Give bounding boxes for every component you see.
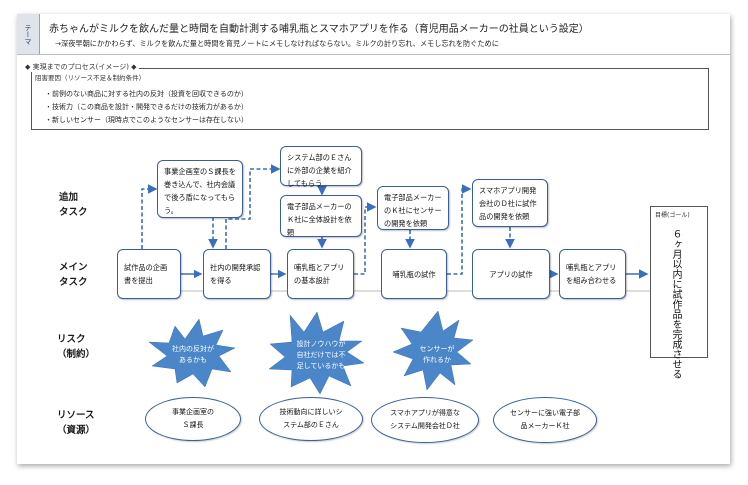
theme-title: 赤ちゃんがミルクを飲んだ量と時間を自動計測する哺乳瓶とスマホアプリを作る（育児用… bbox=[49, 24, 589, 35]
risk-star-shape bbox=[392, 310, 474, 391]
row-label-line: タスク bbox=[59, 207, 88, 218]
preconditions-label: 阻害要因（リソース不足＆制約条件） bbox=[35, 74, 146, 82]
risk-text-line: センサーが bbox=[419, 345, 455, 353]
resource-ellipse: 事業企画室の Ｓ課長 bbox=[145, 397, 241, 441]
resource-text-line: センサーに強い電子部 bbox=[510, 409, 580, 417]
precondition-item: ・前例のない商品に対する社内の反対（投資を回収できるのか） bbox=[45, 90, 248, 98]
row-label-main: メインタスク bbox=[59, 260, 88, 290]
connector-main1-to-add1 bbox=[141, 184, 158, 249]
goal-box: 目標(ゴール) ６ヶ月以内に試作品を完成させる bbox=[650, 206, 708, 379]
resource-text-line: 品メーカーＫ社 bbox=[520, 422, 570, 430]
goal-text: ６ヶ月以内に試作品を完成させる bbox=[670, 229, 681, 379]
risk-text-line: あるかも bbox=[179, 356, 207, 364]
risk-text-line: 設計ノウハウが bbox=[296, 340, 346, 348]
row-label-risk: リスク （制約） bbox=[57, 332, 95, 362]
risk-text-line: 足しているかも bbox=[296, 362, 346, 370]
connector-layer bbox=[117, 164, 650, 395]
process-label: ◆ 実現までのプロセス(イメージ) ◆ bbox=[23, 62, 139, 72]
preconditions-box bbox=[31, 68, 709, 130]
additional-task-box: 電子部品メーカーのＫ社に全体設計を依頼 bbox=[280, 195, 362, 237]
row-label-line: リスク bbox=[57, 334, 86, 345]
row-label-line: （資源） bbox=[57, 425, 96, 436]
resource-text-line: システム開発会社Ｄ社 bbox=[390, 422, 460, 430]
risk-star-shape bbox=[268, 311, 365, 395]
resource-ellipse: 技術動向に詳しいシステム部のＥさん bbox=[259, 397, 363, 441]
additional-task-box: スマホアプリ開発会社のＤ社に試作品の開発を依頼 bbox=[472, 179, 548, 227]
risk-text: 設計ノウハウが自社だけでは不足しているかも bbox=[281, 339, 361, 372]
risk-star-shape bbox=[148, 318, 236, 388]
resource-text-line: ステム部のＥさん bbox=[283, 421, 339, 429]
main-task-box: 哺乳瓶の試作 bbox=[381, 249, 447, 299]
row-label-line: 追加 bbox=[59, 192, 79, 203]
risk-text-line: 社内の反対が bbox=[172, 345, 214, 353]
row-label-resource: リソース （資源） bbox=[57, 408, 95, 438]
row-label-line: （制約） bbox=[57, 349, 96, 360]
process-label-text: 実現までのプロセス(イメージ) bbox=[32, 63, 129, 71]
theme-divider bbox=[17, 54, 730, 55]
main-task-box: 哺乳瓶とアプリの基本設計 bbox=[287, 249, 354, 299]
additional-task-box: 事業企画室のＳ課長を巻き込んで、社内会議で後ろ盾になってもらう。 bbox=[157, 160, 243, 218]
main-task-box: 哺乳瓶とアプリを組み合わせる bbox=[559, 249, 626, 299]
resource-text-line: スマホアプリが得意な bbox=[390, 409, 460, 417]
row-label-additional: 追加タスク bbox=[59, 190, 88, 220]
precondition-item: ・新しいセンサー（現時点でこのようなセンサーは存在しない） bbox=[45, 116, 248, 124]
main-task-box: 社内の開発承認を得る bbox=[203, 249, 271, 299]
main-task-box: 試作品の企画書を提出 bbox=[117, 249, 181, 299]
additional-task-box: 電子部品メーカーのＫ社にセンサーの開発を依頼 bbox=[377, 186, 449, 230]
additional-task-box: システム部のＥさんに外部の企業を紹介してもらう bbox=[280, 146, 362, 188]
theme-tag: テーマ bbox=[17, 14, 40, 54]
risk-text-line: 自社だけでは不 bbox=[296, 351, 346, 359]
row-label-line: タスク bbox=[59, 277, 88, 288]
resource-text-line: 事業企画室の bbox=[172, 408, 214, 416]
resource-text-line: 技術動向に詳しいシ bbox=[279, 408, 343, 416]
risk-text: 社内の反対があるかも bbox=[163, 344, 223, 366]
row-label-line: メイン bbox=[59, 262, 88, 273]
connector-main2-to-add2 bbox=[225, 164, 281, 249]
resource-text-line: Ｓ課長 bbox=[182, 421, 204, 429]
row-label-line: リソース bbox=[57, 410, 95, 421]
risk-text: センサーが作れるか bbox=[407, 344, 467, 366]
resource-ellipse: センサーに強い電子部品メーカーＫ社 bbox=[493, 397, 597, 443]
goal-label: 目標(ゴール) bbox=[655, 212, 690, 219]
theme-subtitle: →深夜早朝にかかわらず、ミルクを飲んだ量と時間を育児ノートにメモしなければならな… bbox=[55, 39, 499, 48]
risk-text-line: 作れるか bbox=[423, 356, 451, 364]
precondition-item: ・技術力（この商品を設計・開発できるだけの技術力があるか） bbox=[45, 103, 248, 111]
resource-ellipse: スマホアプリが得意なシステム開発会社Ｄ社 bbox=[371, 397, 479, 443]
connector-main4-to-add5 bbox=[447, 184, 472, 275]
diagram-page: テーマ 赤ちゃんがミルクを飲んだ量と時間を自動計測する哺乳瓶とスマホアプリを作る… bbox=[17, 14, 730, 464]
main-task-box: アプリの試作 bbox=[472, 249, 550, 299]
